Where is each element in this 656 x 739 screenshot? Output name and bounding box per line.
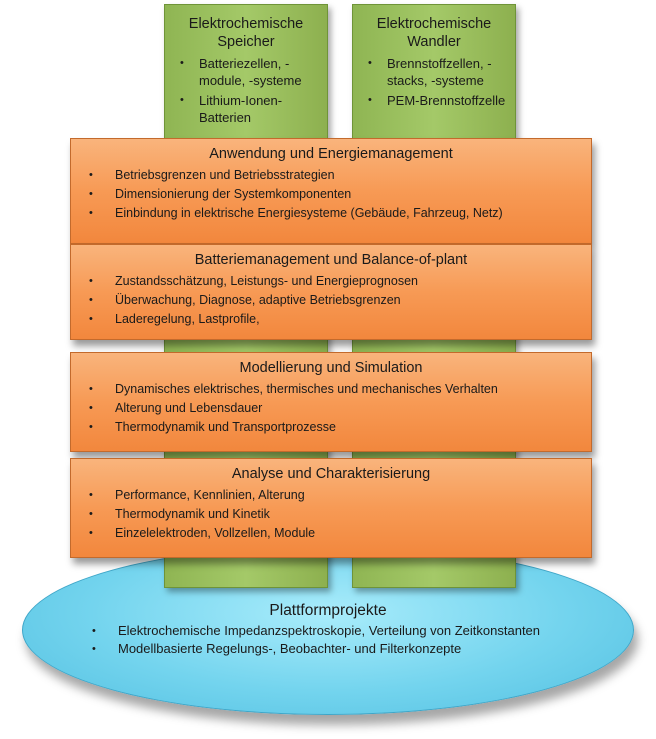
bar-list: • Zustandsschätzung, Leistungs- und Energ… — [89, 272, 418, 329]
bar-modellierung: Modellierung und Simulation • Dynamisches… — [70, 352, 592, 452]
bullet: • — [89, 275, 93, 287]
list-item: • Laderegelung, Lastprofile, — [89, 310, 418, 329]
bar-list: •Betriebsgrenzen und Betriebsstrategien … — [89, 166, 503, 223]
list-item-text: Performance, Kennlinien, Alterung — [115, 488, 305, 502]
bullet: • — [89, 508, 93, 520]
list-item: • PEM-Brennstoffzelle — [367, 92, 509, 109]
list-item: • Thermodynamik und Kinetik — [89, 505, 315, 524]
bullet: • — [89, 489, 93, 501]
bullet: • — [89, 188, 93, 200]
list-item: • Überwachung, Diagnose, adaptive Betrieb… — [89, 291, 418, 310]
bullet: • — [89, 169, 93, 181]
list-item-text: Brennstoffzellen, -stacks, -systeme — [387, 56, 492, 88]
bullet: • — [180, 57, 184, 69]
list-item: • Dimensionierung der Systemkomponenten — [89, 185, 503, 204]
list-item: • Modellbasierte Regelungs-, Beobachter- … — [92, 640, 540, 658]
list-item-text: Betriebsgrenzen und Betriebsstrategien — [115, 168, 335, 182]
bullet: • — [89, 383, 93, 395]
list-item-text: Batteriezellen, -module, -systeme — [199, 56, 302, 88]
bar-title: Analyse und Charakterisierung — [231, 466, 431, 482]
list-item: • Elektrochemische Impedanzspektroskopie,… — [92, 622, 540, 640]
pillar-list: • Batteriezellen, -module, -systeme • Lith… — [179, 55, 321, 129]
bar-batteriemanagement: Batteriemanagement und Balance-of-plant … — [70, 244, 592, 340]
platform-title: Plattformprojekte — [269, 602, 387, 619]
pillar-title-line1: Elektrochemische — [376, 16, 492, 32]
bullet: • — [180, 94, 184, 106]
list-item-text: Alterung und Lebensdauer — [115, 401, 263, 415]
list-item: • Dynamisches elektrisches, thermisches u… — [89, 380, 498, 399]
bullet: • — [368, 57, 372, 69]
pillar-list: • Brennstoffzellen, -stacks, -systeme • PE… — [367, 55, 509, 112]
platform-ellipse — [22, 545, 634, 715]
bar-title: Modellierung und Simulation — [239, 360, 423, 376]
list-item: • Lithium-Ionen-Batterien — [179, 92, 321, 126]
list-item-text: Einbindung in elektrische Energiesysteme… — [115, 206, 503, 220]
bullet: • — [89, 527, 93, 539]
bar-list: • Performance, Kennlinien, Alterung • Ther… — [89, 486, 315, 543]
list-item: • Einzelelektroden, Vollzellen, Module — [89, 524, 315, 543]
pillar-title: Elektrochemische Wandler — [353, 15, 515, 51]
list-item-text: Laderegelung, Lastprofile, — [115, 312, 260, 326]
bar-anwendung: Anwendung und Energiemanagement • Betrieb… — [70, 138, 592, 244]
list-item-text: Dynamisches elektrisches, thermisches un… — [115, 382, 498, 396]
list-item-text: Überwachung, Diagnose, adaptive Betriebs… — [115, 293, 401, 307]
bullet: • — [368, 94, 372, 106]
bullet: • — [89, 313, 93, 325]
pillar-title-line2: Speicher — [217, 34, 275, 50]
bullet: • — [92, 643, 96, 655]
list-item-text: Elektrochemische Impedanzspektroskopie, … — [118, 623, 541, 638]
list-item: • Thermodynamik und Transportprozesse — [89, 418, 498, 437]
bullet: • — [89, 294, 93, 306]
list-item: • Performance, Kennlinien, Alterung — [89, 486, 315, 505]
bullet: • — [89, 402, 93, 414]
bar-title: Batteriemanagement und Balance-of-plant — [194, 252, 468, 268]
list-item-text: Dimensionierung der Systemkomponenten — [115, 187, 352, 201]
list-item: • Zustandsschätzung, Leistungs- und Energ… — [89, 272, 418, 291]
pillar-title-line1: Elektrochemische — [188, 16, 304, 32]
list-item: • Einbindung in elektrische Energiesystem… — [89, 204, 503, 223]
list-item-text: Thermodynamik und Transportprozesse — [115, 420, 336, 434]
pillar-title-line2: Wandler — [407, 34, 461, 50]
list-item-text: Zustandsschätzung, Leistungs- und Energi… — [115, 274, 418, 288]
bullet: • — [89, 207, 93, 219]
bullet: • — [92, 625, 96, 637]
bar-list: • Dynamisches elektrisches, thermisches u… — [89, 380, 498, 437]
list-item-text: Modellbasierte Regelungs-, Beobachter- u… — [118, 641, 462, 656]
bar-analyse: Analyse und Charakterisierung • Performan… — [70, 458, 592, 558]
list-item: • Brennstoffzellen, -stacks, -systeme — [367, 55, 509, 89]
list-item-text: PEM-Brennstoffzelle — [387, 93, 506, 108]
pillar-title: Elektrochemische Speicher — [165, 15, 327, 51]
list-item: • Betriebsgrenzen und Betriebsstrategien — [89, 166, 503, 185]
list-item-text: Einzelelektroden, Vollzellen, Module — [115, 526, 316, 540]
platform-list: • Elektrochemische Impedanzspektroskopie,… — [92, 622, 540, 658]
list-item-text: Lithium-Ionen-Batterien — [199, 93, 283, 125]
bar-title: Anwendung und Energiemanagement — [209, 146, 453, 162]
bullet: • — [89, 421, 93, 433]
list-item: • Alterung und Lebensdauer — [89, 399, 498, 418]
list-item-text: Thermodynamik und Kinetik — [115, 507, 270, 521]
list-item: • Batteriezellen, -module, -systeme — [179, 55, 321, 89]
